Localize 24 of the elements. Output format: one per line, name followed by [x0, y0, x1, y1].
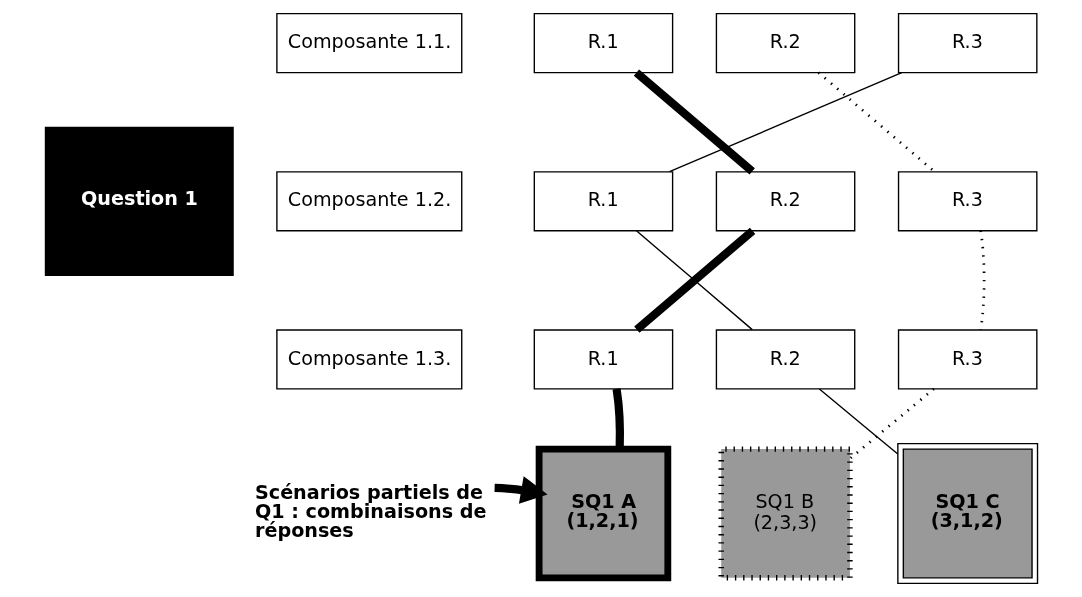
node-box: R.2	[715, 329, 855, 390]
connector	[818, 388, 898, 455]
connector	[817, 71, 935, 173]
node-box: R.3	[897, 13, 1038, 74]
connector	[978, 230, 985, 330]
node-box: R.1	[533, 13, 673, 74]
connector	[633, 69, 755, 175]
arrow	[493, 476, 548, 504]
connector	[848, 387, 935, 460]
node-box: Composante 1.3.	[275, 329, 462, 390]
node-box: R.2	[715, 171, 855, 232]
node-text: Scénarios partiels de Q1 : combinaisons de réponses	[254, 480, 486, 543]
node-box: Composante 1.2.	[275, 171, 462, 232]
node-box: R.3	[897, 171, 1038, 232]
node-box: Composante 1.1.	[275, 13, 462, 74]
node-box: R.2	[715, 13, 855, 74]
node-box: R.1	[533, 171, 673, 232]
node-box: R.1	[533, 329, 673, 390]
connector	[668, 71, 902, 173]
node-box: SQ1 C (3,1,2)	[896, 442, 1038, 584]
node-box: R.3	[897, 329, 1038, 390]
node-box: SQ1 B (2,3,3)	[718, 446, 853, 581]
node-box: Question 1	[44, 126, 234, 276]
node-box: SQ1 A (1,2,1)	[535, 445, 671, 582]
